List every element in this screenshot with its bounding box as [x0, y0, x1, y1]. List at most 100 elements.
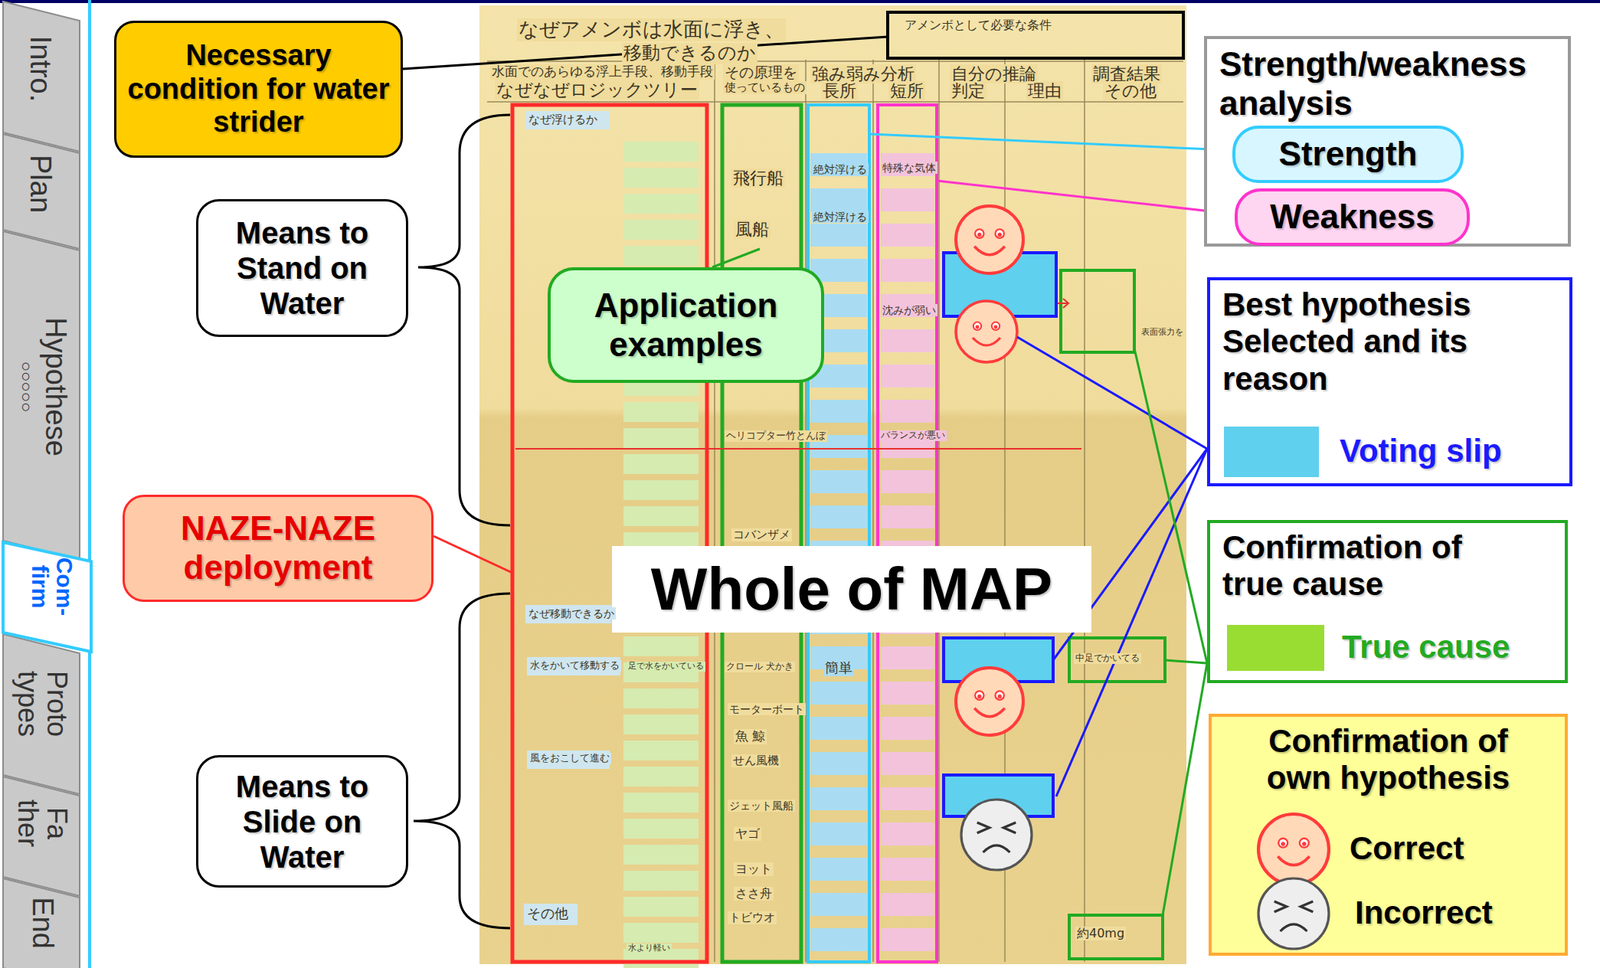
smiley-face: [955, 301, 1018, 363]
poster-note: せん風機: [731, 754, 781, 768]
tab-label: Plan: [24, 130, 56, 238]
poster-note: 簡単: [823, 660, 854, 677]
smiley-eye: [973, 322, 982, 331]
sticky-note: [623, 766, 699, 787]
smiley-eye: [1278, 838, 1288, 848]
callout-box: Whole of MAP: [611, 546, 1092, 633]
sticky-note: [880, 505, 935, 529]
callout-text: Confirmation of own hypothesis: [1250, 723, 1527, 798]
callout-box: Confirmation of own hypothesisCorrectInc…: [1208, 713, 1568, 956]
sticky-note: [880, 928, 935, 952]
sticky-note: [880, 399, 935, 423]
smiley-eye: [975, 229, 984, 238]
tab-shape: [3, 231, 80, 560]
legend-text: Correct: [1349, 830, 1464, 868]
callout-box: Strength/weakness analysisStrengthWeakne…: [1204, 35, 1571, 247]
poster-note: なぜ浮けるか: [526, 113, 599, 127]
legend-icon: [1255, 875, 1332, 953]
poster-note: 短所: [888, 81, 926, 101]
sticky-note: [880, 681, 935, 705]
callout-box: Means to Stand on Water: [196, 199, 409, 338]
legend-text: Voting slip: [1339, 432, 1502, 470]
sticky-note: [623, 844, 699, 865]
frown-eye: [1300, 901, 1313, 913]
sticky-note: [880, 822, 935, 846]
poster-note: ヤゴ: [733, 827, 762, 841]
sticky-note: [526, 657, 621, 676]
sticky-note: [523, 903, 578, 926]
leader-line: [1162, 663, 1208, 916]
poster-note: アメンボとして必要な条件: [903, 18, 1054, 33]
leader-line: [1017, 337, 1208, 449]
tab-label: Hypothese: [39, 287, 71, 487]
strength-column-frame: [808, 104, 870, 962]
frown-face: [1258, 878, 1329, 949]
poster-note: 絶対浮ける: [811, 210, 869, 223]
callout-text: Strength/weakness analysis: [1219, 45, 1556, 123]
application-column-frame: [722, 104, 802, 962]
poster-note: バランスが悪い: [879, 430, 947, 442]
smiley-pupil: [977, 232, 982, 237]
sticky-note: [623, 714, 699, 735]
poster-photo: [479, 5, 1187, 965]
legend-text: True cause: [1341, 628, 1510, 666]
callout-text: Strength: [1279, 134, 1418, 174]
sticky-note: [623, 454, 699, 475]
smiley-pupil: [997, 232, 1002, 237]
sticky-note: [880, 188, 935, 212]
tab-shape: [3, 878, 80, 968]
callout-text: Means to Stand on Water: [207, 215, 397, 321]
smiley-eye: [994, 229, 1004, 238]
tab-label: Fa ther: [13, 796, 72, 851]
callout-box: Necessary condition for water strider: [114, 20, 403, 158]
poster-note: ささ舟: [733, 886, 774, 901]
tab-label: Proto types: [13, 657, 72, 750]
sticky-note: [623, 792, 699, 813]
poster-note: なぜアメンボは水面に浮き、: [516, 18, 786, 42]
legend-swatch: [1223, 426, 1319, 478]
smiley-pupil: [1302, 841, 1307, 847]
smiley-mouth: [974, 708, 1005, 717]
sticky-note: [623, 636, 699, 657]
poster-note: 水面でのあらゆる浮上手段、移動手段: [490, 64, 715, 80]
legend-icon: [1255, 811, 1332, 888]
sticky-note: [880, 364, 935, 388]
poster-note: 理由: [1026, 81, 1064, 101]
leader-line: [936, 180, 1232, 214]
sticky-note: [880, 752, 935, 776]
sticky-note: [880, 893, 935, 917]
poster-note: その他: [1102, 81, 1159, 101]
sticky-note: [810, 857, 868, 881]
legend-swatch: [1226, 624, 1325, 671]
tab-label: ○○○○○: [16, 310, 35, 464]
tab-label: End: [26, 884, 58, 962]
sticky-note: [810, 893, 868, 917]
active-tab-shape: [3, 542, 92, 652]
poster-note: 移動できるのか: [621, 42, 758, 65]
leader-line: [1164, 660, 1208, 664]
sticky-note: [623, 141, 699, 162]
grid-line: [487, 60, 1184, 63]
smiley-pupil: [977, 694, 982, 699]
poster-note: 飛行船: [731, 168, 786, 188]
poster-note: なぜ移動できるか: [526, 607, 616, 620]
top-bar: [0, 0, 1600, 4]
sticky-note: [880, 857, 935, 881]
callout-box: Strength: [1232, 125, 1464, 184]
poster-divider: [515, 448, 1082, 450]
poster-note: 水をかいて移動する: [528, 660, 622, 672]
sticky-note: [525, 111, 610, 130]
callout-box: Application examples: [547, 267, 825, 383]
poster-note: モーターボート: [727, 703, 806, 716]
callout-text: Weakness: [1269, 197, 1434, 237]
sticky-note: [810, 928, 868, 952]
sticky-note: [623, 896, 699, 917]
grid-line: [872, 59, 874, 962]
leader-line: [433, 536, 513, 573]
smiley-mouth: [972, 337, 1001, 346]
sticky-note: [623, 480, 699, 501]
sticky-note: [623, 870, 699, 891]
poster-note: 特殊な気体: [880, 161, 938, 174]
smiley-eye: [1299, 838, 1309, 848]
